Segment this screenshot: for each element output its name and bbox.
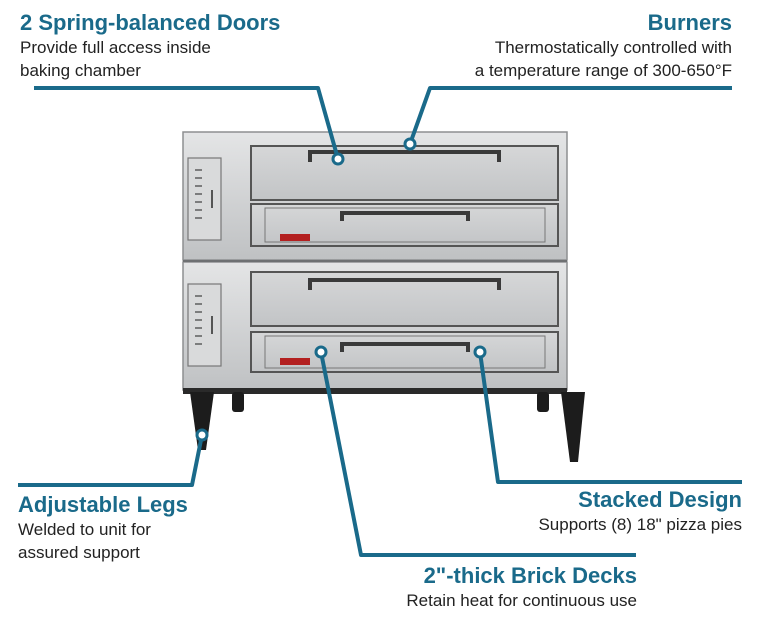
leader-burners bbox=[408, 86, 732, 145]
callout-doors-title: 2 Spring-balanced Doors bbox=[20, 10, 281, 35]
leader-bricks bbox=[319, 351, 636, 557]
callout-burners-desc-1: Thermostatically controlled with bbox=[494, 38, 732, 57]
callout-burners-title: Burners bbox=[647, 10, 732, 35]
lower-control-panel bbox=[187, 283, 222, 367]
leader-legs bbox=[18, 434, 204, 487]
callout-stacked: Stacked Design Supports (8) 18" pizza pi… bbox=[538, 487, 742, 536]
callout-legs-title: Adjustable Legs bbox=[18, 492, 188, 517]
oven-unit bbox=[182, 131, 585, 462]
callout-bricks-title: 2"-thick Brick Decks bbox=[423, 563, 637, 588]
callout-doors: 2 Spring-balanced Doors Provide full acc… bbox=[20, 10, 280, 82]
leader-doors bbox=[34, 86, 340, 160]
upper-brand-plate-icon bbox=[280, 234, 310, 241]
callout-stacked-title: Stacked Design bbox=[578, 487, 742, 512]
callout-legs-desc-2: assured support bbox=[18, 543, 140, 562]
callout-stacked-desc-1: Supports (8) 18" pizza pies bbox=[538, 515, 742, 534]
upper-control-panel bbox=[187, 157, 222, 241]
callout-burners: Burners Thermostatically controlled with… bbox=[475, 10, 732, 82]
callout-doors-desc-2: baking chamber bbox=[20, 61, 141, 80]
callout-bricks: 2"-thick Brick Decks Retain heat for con… bbox=[406, 563, 637, 612]
callout-legs: Adjustable Legs Welded to unit for assur… bbox=[18, 492, 188, 564]
lower-lower-door bbox=[250, 331, 559, 373]
upper-handle bbox=[308, 150, 501, 154]
leader-stacked bbox=[478, 351, 742, 484]
callout-burners-desc-2: a temperature range of 300-650°F bbox=[474, 61, 732, 80]
oven-legs bbox=[190, 392, 585, 462]
callout-doors-desc-1: Provide full access inside bbox=[20, 38, 211, 57]
upper-main-door bbox=[250, 145, 559, 201]
leader-dots bbox=[195, 137, 487, 442]
lower-brand-plate-icon bbox=[280, 358, 310, 365]
callout-bricks-desc-1: Retain heat for continuous use bbox=[406, 591, 637, 610]
callout-legs-desc-1: Welded to unit for bbox=[18, 520, 151, 539]
leader-lines bbox=[18, 86, 742, 557]
